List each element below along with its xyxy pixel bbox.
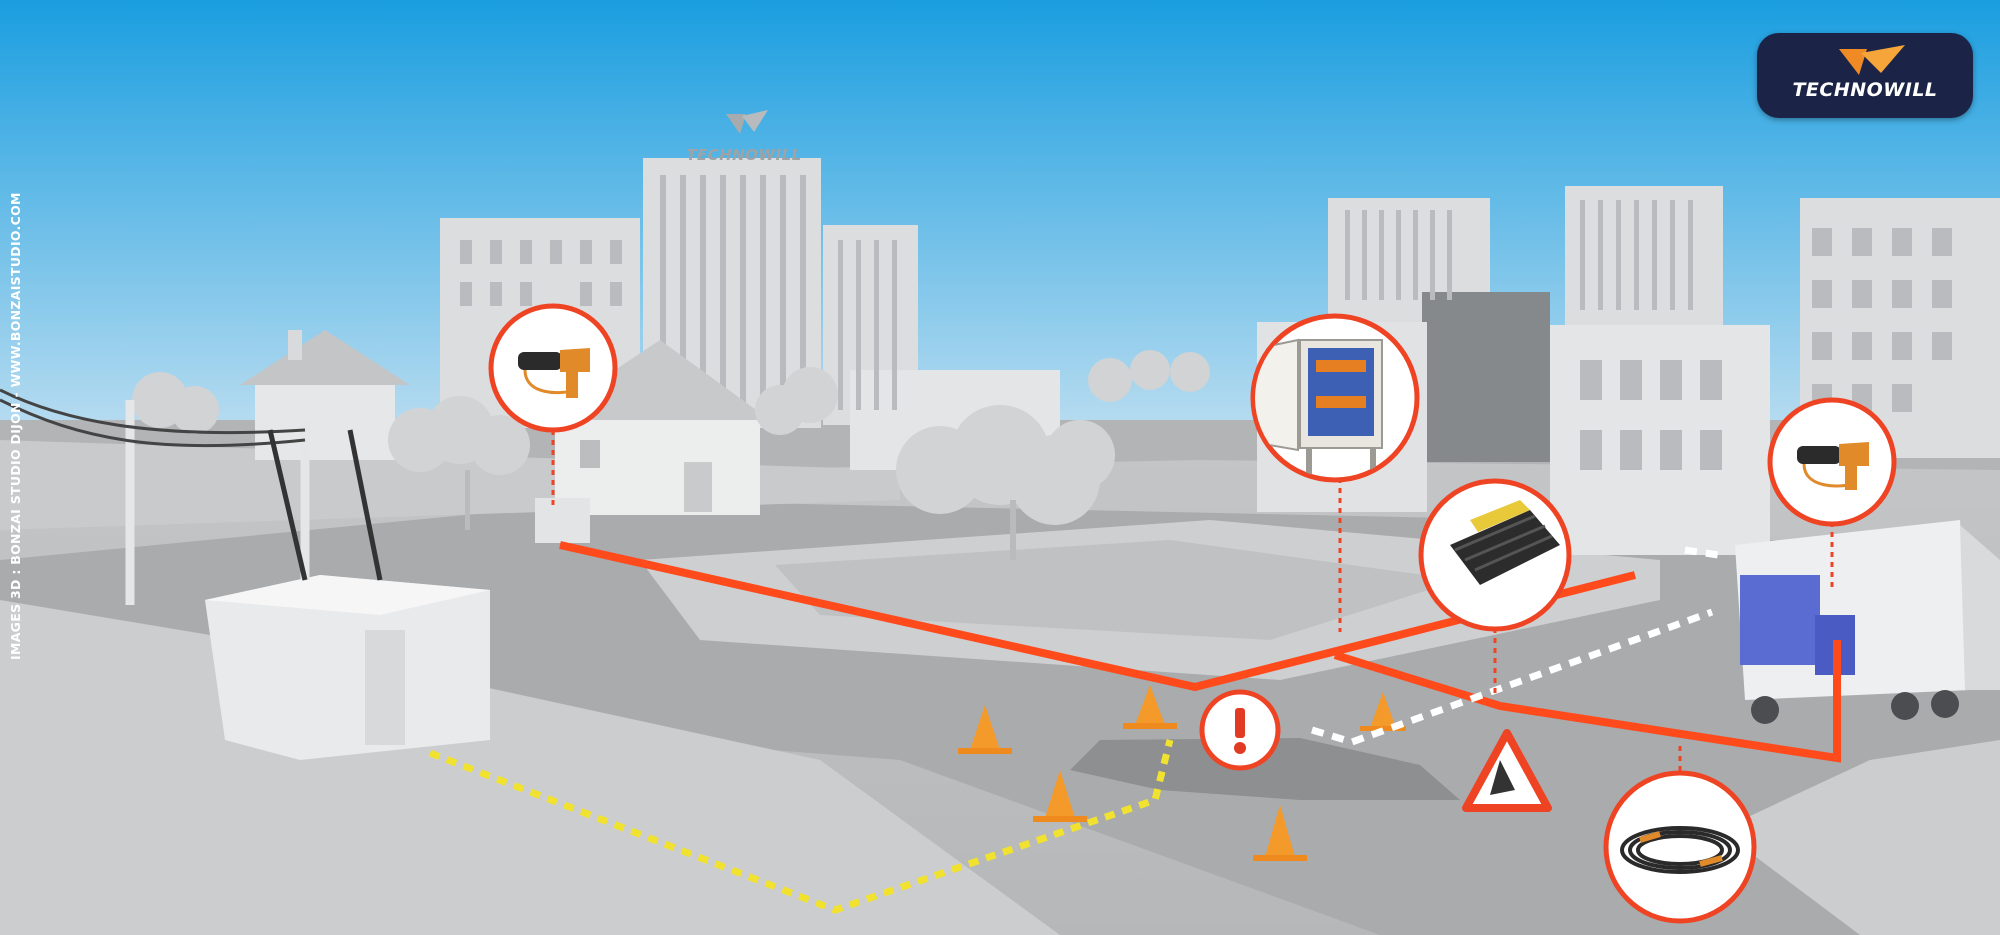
building-sign: TECHNOWILL bbox=[686, 146, 802, 164]
house-left bbox=[240, 330, 410, 460]
brand-logo-badge[interactable]: TECHNOWILL bbox=[1757, 33, 1973, 118]
electrical-cabinet-icon bbox=[1255, 338, 1383, 478]
substation-box bbox=[205, 575, 490, 760]
connector-plug-icon bbox=[1797, 442, 1869, 490]
truck bbox=[1735, 520, 2000, 724]
brand-logo-text: TECHNOWILL bbox=[1792, 79, 1938, 101]
technowill-logo-icon bbox=[1839, 45, 1905, 75]
cable-ramp-icon bbox=[1450, 500, 1560, 585]
warning-callout[interactable] bbox=[1199, 689, 1281, 771]
cable-coil-callout[interactable] bbox=[1603, 770, 1757, 924]
distribution-cabinet-callout[interactable] bbox=[1240, 313, 1420, 483]
trees bbox=[132, 350, 1210, 560]
sidewalk-right bbox=[1720, 740, 2000, 935]
callout-leaders bbox=[551, 430, 1834, 775]
building-logo-mark-icon bbox=[726, 110, 768, 134]
connector-plug-icon bbox=[518, 348, 590, 398]
traffic-cones bbox=[958, 685, 1406, 861]
roadworks-sign bbox=[1462, 729, 1552, 812]
image-credit: IMAGES 3D : BONZAI STUDIO DIJON - WWW.BO… bbox=[8, 192, 23, 660]
temporary-route bbox=[1310, 608, 1714, 746]
small-cabinet bbox=[535, 498, 590, 543]
power-poles bbox=[0, 388, 383, 605]
cable-coil-icon bbox=[1620, 826, 1740, 874]
cable-route-branch bbox=[1333, 640, 1841, 763]
truck-connector-callout[interactable] bbox=[1767, 397, 1897, 527]
exclamation-icon bbox=[1234, 708, 1246, 754]
connector-plug-callout[interactable] bbox=[488, 303, 618, 433]
buried-route bbox=[428, 739, 1174, 914]
plaza-lawn bbox=[775, 540, 1460, 640]
temporary-route-end bbox=[1684, 546, 1726, 560]
road-excavation bbox=[1070, 738, 1460, 800]
cable-protector-callout[interactable] bbox=[1418, 478, 1572, 632]
windows bbox=[460, 175, 1952, 470]
